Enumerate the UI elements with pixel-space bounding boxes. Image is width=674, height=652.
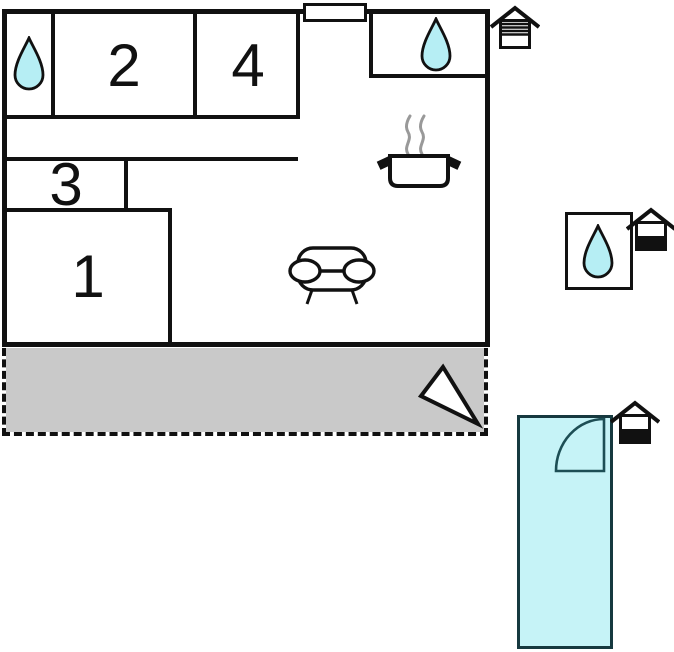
steam-icon: [405, 114, 426, 156]
house-icon: [490, 5, 540, 49]
room-3-label: 3: [49, 151, 83, 218]
water-drop-icon: [420, 17, 452, 72]
room-4-label: 4: [231, 32, 265, 99]
water-drop-icon: [13, 36, 45, 91]
room-2-label: 2: [107, 32, 141, 99]
water-drop-icon: [582, 224, 614, 279]
north-arrow-icon: [417, 363, 483, 429]
wall-room3-right: [124, 157, 128, 210]
wall-room4-right: [296, 14, 300, 117]
house-icon: [626, 207, 674, 251]
wall-room3-bottom: [2, 208, 172, 212]
wall-bathroom2-bottom: [369, 74, 485, 78]
room-1-label: 1: [71, 243, 105, 310]
annex-door-arc: [554, 417, 606, 473]
wall-bathroom2-left: [369, 14, 373, 78]
window-marker: [303, 3, 367, 22]
wall-room2-right: [193, 14, 197, 117]
wall-room1-right: [168, 208, 172, 344]
sofa-icon: [288, 246, 376, 305]
wall-bathroom1-right: [51, 14, 55, 117]
stove-icon: [376, 114, 462, 188]
wall-bedroom-row-bottom: [2, 115, 300, 119]
annex-building: [517, 415, 613, 649]
wall-hallway: [2, 157, 298, 161]
terrace: [2, 348, 488, 436]
main-building-outline: [2, 9, 490, 347]
house-icon: [610, 400, 660, 444]
